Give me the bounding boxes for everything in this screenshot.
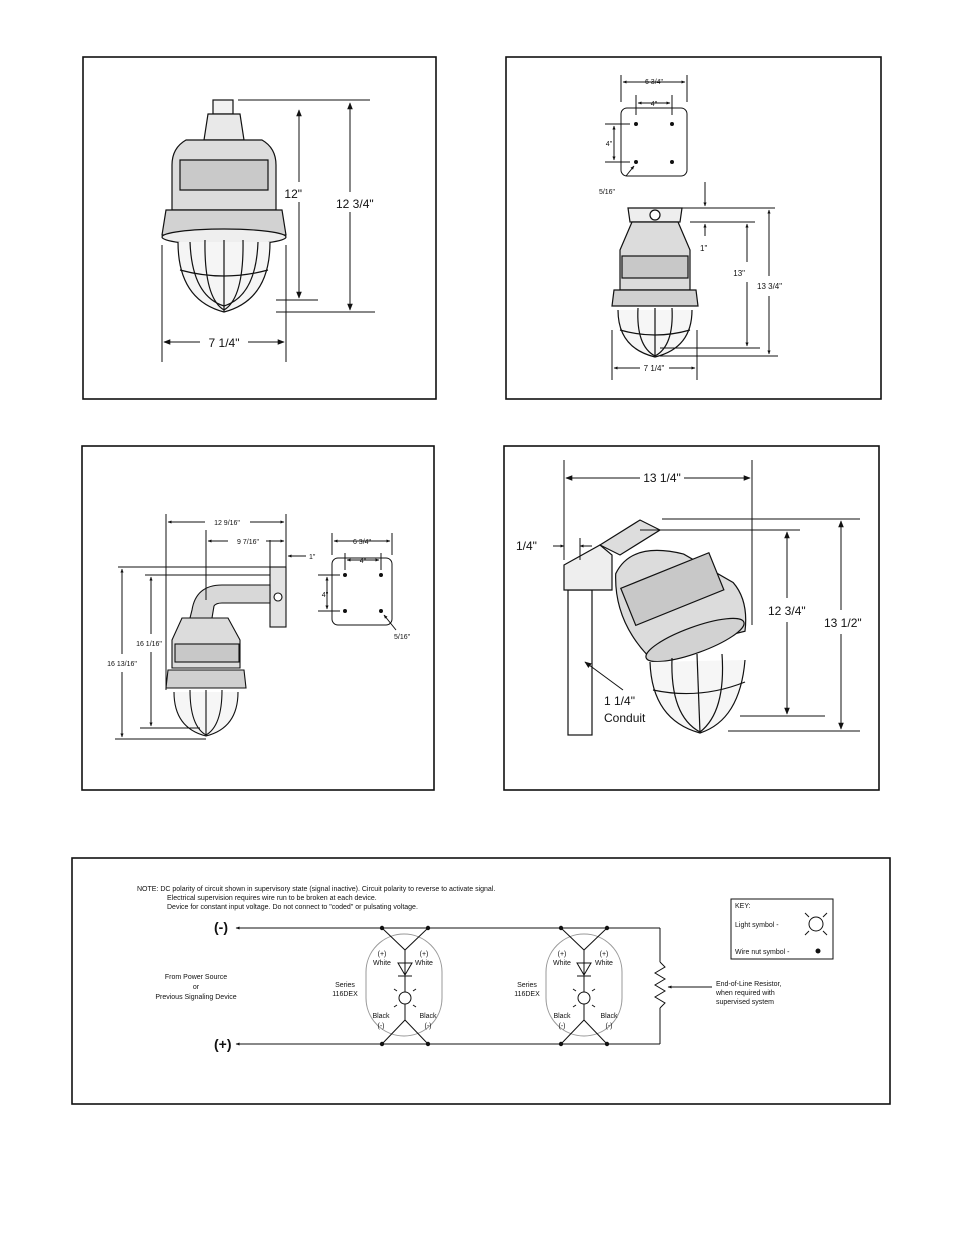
wiring-diagram: NOTE: DC polarity of circuit shown in su… [71, 857, 891, 1105]
dim-reach-inner: 9 7/16" [237, 539, 259, 546]
figure-pendant-mount: 12" 12 3/4" 7 1/4" [82, 56, 437, 400]
dimension-lines [553, 460, 860, 732]
key-wirenut-label: Wire nut symbol - [735, 949, 790, 956]
source-line-3: Previous Signaling Device [155, 994, 236, 1001]
figure-frame [503, 445, 880, 791]
device-1: (+) White (+) White Black (-) Black (-) … [332, 925, 443, 1047]
note-line-1: NOTE: DC polarity of circuit shown in su… [137, 886, 495, 893]
dim-hole-vertical: 4" [606, 141, 613, 148]
dim-hole-horizontal: 4" [360, 558, 367, 565]
figure-frame [505, 56, 882, 400]
terminal-white: White [415, 960, 433, 967]
terminal-plus: (+) [378, 951, 387, 958]
dim-height-inner: 16 1/16" [136, 641, 162, 648]
dim-plate-width: 6 3/4" [645, 79, 664, 86]
symbol-key: KEY: Light symbol - Wire nut symbol - [730, 898, 834, 960]
terminal-plus: (+) [600, 951, 609, 958]
key-light-label: Light symbol - [735, 922, 779, 929]
dim-offset: 1" [700, 244, 707, 253]
terminal-plus: (+) [558, 951, 567, 958]
dim-height-inner: 13" [733, 269, 745, 278]
light-symbol-icon [804, 912, 828, 936]
dim-height-outer: 16 13/16" [107, 661, 137, 668]
dim-width: 7 1/4" [209, 336, 240, 350]
device-2: (+) White (+) White Black (-) Black (-) … [514, 925, 623, 1047]
series-label: Series [517, 982, 537, 989]
negative-terminal-label: (-) [214, 919, 228, 935]
dim-offset: 1/4" [516, 539, 537, 553]
wire-nut-symbol-icon [815, 948, 821, 954]
figure-frame [81, 445, 435, 791]
dim-height-outer: 13 3/4" [757, 282, 782, 291]
conduit-label: Conduit [604, 711, 646, 725]
terminal-plus: (+) [420, 951, 429, 958]
dim-reach-outer: 12 9/16" [214, 520, 240, 527]
dimension-lines [115, 514, 306, 740]
light-fixture-drawing [161, 99, 287, 313]
terminal-white: White [553, 960, 571, 967]
dimension-lines [611, 182, 778, 380]
dim-plate-width: 6 3/4" [353, 539, 372, 546]
source-line-1: From Power Source [165, 974, 227, 981]
figure-frame [82, 56, 437, 400]
figure-ceiling-mount: 6 3/4" 4" 4" 5/16" [505, 56, 882, 400]
conduit-size: 1 1/4" [604, 694, 635, 708]
dim-height-inner: 12" [284, 187, 302, 201]
dim-reach: 13 1/4" [643, 471, 681, 485]
terminal-white: White [595, 960, 613, 967]
figure-conduit-mount: 13 1/4" 1/4" 12 3/4" 13 1/2" 1 1/4" Cond… [503, 445, 880, 791]
light-fixture-drawing [615, 549, 747, 734]
terminal-minus: (-) [559, 1023, 566, 1030]
source-line-2: or [193, 984, 200, 991]
terminal-black: Black [553, 1013, 571, 1020]
dim-height-inner: 12 3/4" [768, 604, 806, 618]
light-fixture-drawing [611, 207, 699, 358]
series-model: 116DEX [332, 991, 358, 998]
series-model: 116DEX [514, 991, 540, 998]
eol-line-1: End-of-Line Resistor, [716, 981, 781, 988]
terminal-minus: (-) [606, 1023, 613, 1030]
terminal-black: Black [419, 1013, 437, 1020]
circuit-wires [235, 926, 712, 1046]
key-title: KEY: [735, 903, 751, 910]
mounting-plate-drawing [605, 75, 688, 177]
dim-hole-diameter: 5/16" [394, 634, 411, 641]
wiring-frame [71, 857, 891, 1105]
positive-terminal-label: (+) [214, 1036, 232, 1052]
eol-line-2: when required with [715, 990, 775, 997]
note-line-2: Electrical supervision requires wire run… [167, 895, 377, 902]
dim-height-outer: 13 1/2" [824, 616, 862, 630]
conduit-drawing [563, 519, 662, 736]
dim-width: 7 1/4" [644, 364, 665, 373]
note-line-3: Device for constant input voltage. Do no… [167, 904, 418, 911]
figure-wall-bracket-mount: 12 9/16" 9 7/16" 1" 16 1/16" 16 13/16" 6… [81, 445, 435, 791]
terminal-black: Black [372, 1013, 390, 1020]
series-label: Series [335, 982, 355, 989]
dim-hole-horizontal: 4" [651, 101, 658, 108]
dim-hole-vertical: 4" [322, 592, 329, 599]
terminal-minus: (-) [425, 1023, 432, 1030]
dim-hole-diameter: 5/16" [599, 189, 616, 196]
terminal-white: White [373, 960, 391, 967]
eol-line-3: supervised system [716, 999, 774, 1006]
dim-height-outer: 12 3/4" [336, 197, 374, 211]
dim-offset: 1" [309, 554, 316, 561]
dimension-lines [161, 99, 375, 362]
light-fixture-drawing [165, 566, 287, 737]
terminal-minus: (-) [378, 1023, 385, 1030]
mounting-plate-drawing [318, 533, 397, 631]
terminal-black: Black [600, 1013, 618, 1020]
